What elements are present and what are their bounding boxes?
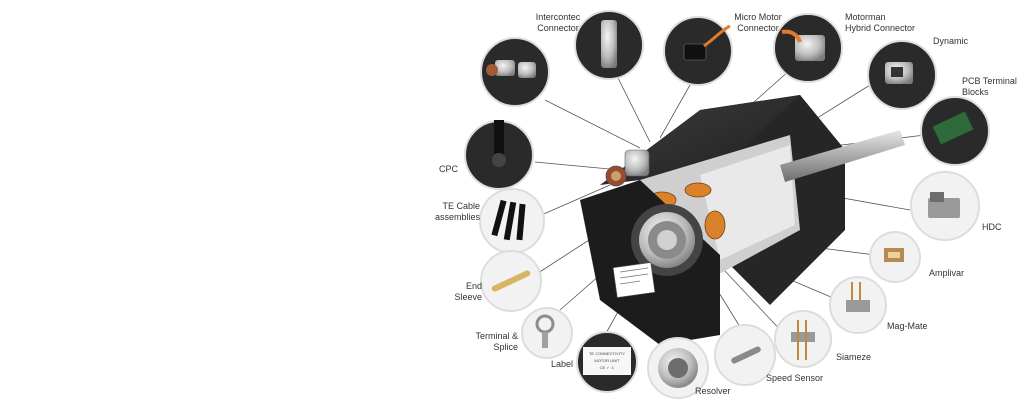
callout-motorman [773, 13, 843, 83]
label-intercontec-connector: Intercontec Connector [535, 12, 581, 33]
label-sticker: TE CONNECTIVITY MOTOR UNIT CE ✓ ⚠ [585, 350, 629, 371]
label-speed-sensor: Speed Sensor [766, 373, 824, 383]
callout-te-cable [479, 188, 545, 254]
label-resolver: Resolver [695, 386, 731, 396]
callout-amplivar [869, 231, 921, 283]
callout-terminal-splice [521, 307, 573, 359]
label-end-sleeve: End Sleeve [454, 281, 482, 302]
label-amplivar: Amplivar [929, 268, 965, 278]
callout-hdc [910, 171, 980, 241]
callout-siameze [774, 310, 832, 368]
callout-mag-mate [829, 276, 887, 334]
callout-speed-sensor [714, 324, 776, 386]
label-siameze: Siameze [836, 352, 872, 362]
label-label: Label [550, 359, 573, 369]
motor-body [580, 95, 905, 345]
callout-micro-motor [663, 16, 733, 86]
label-mag-mate: Mag-Mate [887, 321, 928, 331]
label-sticker-line-3: CE ✓ ⚠ [599, 365, 615, 370]
callout-cpc [464, 120, 534, 190]
label-motorman-hybrid-connector: Motorman Hybrid Connector [845, 12, 916, 33]
label-dynamic: Dynamic [933, 36, 969, 46]
label-micro-motor-connector: Micro Motor Connector [734, 12, 782, 33]
callout-end-sleeve [480, 250, 542, 312]
label-cpc: CPC [438, 164, 458, 174]
label-sticker-line-2: MOTOR UNIT [594, 358, 620, 363]
callout-intercontec-left [480, 37, 550, 107]
label-pcb-terminal-blocks: PCB Terminal Blocks [962, 76, 1017, 97]
label-sticker-line-1: TE CONNECTIVITY [588, 351, 625, 356]
callout-resolver [647, 337, 709, 399]
callout-pcb-terminal [920, 96, 990, 166]
callout-intercontec [574, 10, 644, 80]
callout-label [576, 331, 638, 393]
label-terminal-splice: Terminal & Splice [475, 331, 518, 352]
label-te-cable-assemblies: TE Cable assemblies [434, 201, 480, 222]
callout-circles [464, 10, 990, 399]
label-hdc: HDC [982, 222, 1002, 232]
callout-dynamic [867, 40, 937, 110]
